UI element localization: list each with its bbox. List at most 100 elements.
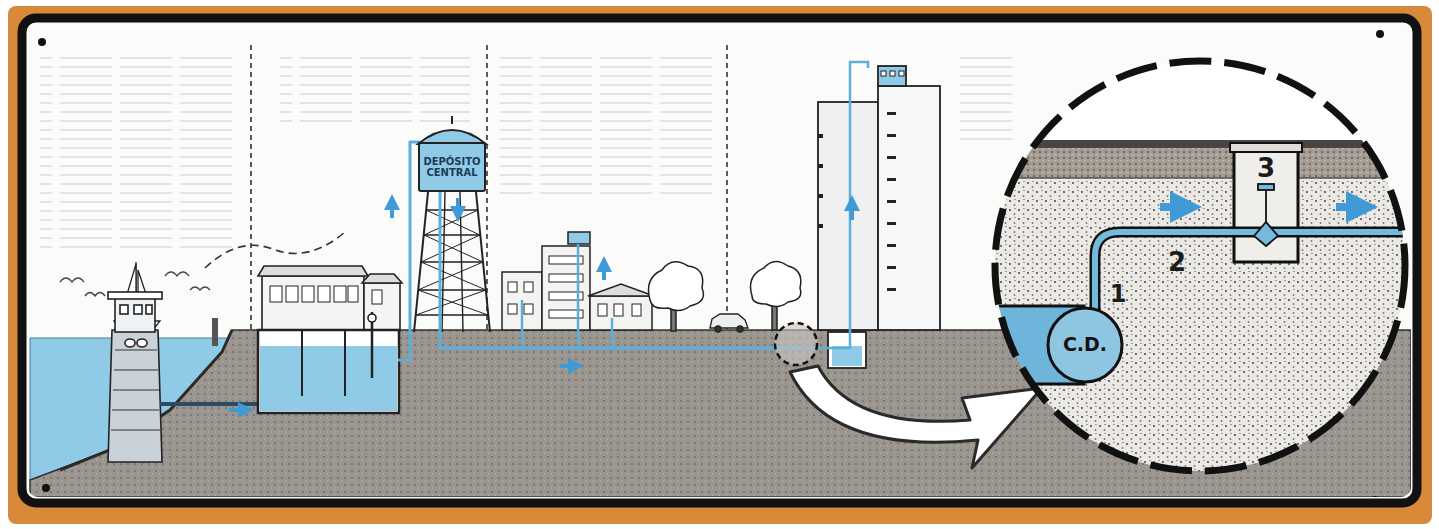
tall-building-part-part <box>887 288 896 291</box>
treatment-plant-part <box>258 266 368 276</box>
tall-building-part-part <box>887 112 896 115</box>
intake-pipe <box>160 402 259 406</box>
intake-tower-part <box>108 292 162 299</box>
tall-building-part-part <box>887 178 896 181</box>
treatment-plant-part <box>368 314 376 322</box>
callout-number: 2 <box>1168 247 1186 277</box>
zoom-interior-part <box>990 140 1410 148</box>
houses-part-part <box>598 304 607 316</box>
tall-building-part-part <box>887 200 896 203</box>
river-bank <box>60 330 232 470</box>
treatment-plant-part <box>301 330 303 396</box>
water-tower-part <box>451 116 453 124</box>
tall-building-part <box>818 102 878 330</box>
zoom-interior-part <box>1095 232 1410 322</box>
house-pipes-part <box>577 244 580 348</box>
treatment-plant-part-part <box>286 286 298 302</box>
intake-tower-part <box>115 298 155 332</box>
tall-building-part-part <box>818 134 823 138</box>
zoom-view-part <box>995 61 1405 471</box>
houses-part-part <box>524 282 533 292</box>
zoom-interior-part <box>1095 232 1410 320</box>
tall-building-part-part <box>887 244 896 247</box>
tree-part <box>751 261 801 306</box>
houses-part-part <box>632 304 641 316</box>
houses-part <box>588 284 654 296</box>
tall-building-part <box>878 66 906 86</box>
rivet <box>38 30 1384 497</box>
tree <box>649 261 801 331</box>
main-pipe <box>440 346 800 350</box>
pipe-end-ellipse <box>1048 308 1122 382</box>
flow-arrow <box>560 364 576 368</box>
node-text: DEPÓSITO CENTRAL <box>420 156 484 179</box>
zoom-interior-part <box>1230 143 1302 152</box>
pipe-end-circle: C.D. <box>1046 306 1124 384</box>
car-part <box>710 314 748 328</box>
callout-number: 3 <box>1257 153 1275 183</box>
zoom-interior-part <box>990 148 1410 178</box>
tall-building-part-part <box>887 134 896 137</box>
post <box>212 318 218 346</box>
focus-circle <box>775 323 817 365</box>
intake-tower-part <box>137 339 147 347</box>
zoom-interior-part-part <box>1265 190 1267 222</box>
riser-pipe <box>398 142 420 360</box>
flow-arrow <box>602 264 606 280</box>
birds-part <box>165 272 189 276</box>
tall-building-part <box>881 71 886 76</box>
faded-print-part <box>500 55 715 195</box>
intake-tower-part <box>134 305 142 314</box>
treatment-plant-part <box>270 286 382 304</box>
car <box>710 314 748 332</box>
tall-building-part-part <box>818 224 823 228</box>
zoom-interior-part <box>990 55 1410 143</box>
tall-building-part-part <box>887 222 896 225</box>
flow-arrow <box>229 408 246 412</box>
car-part <box>737 326 743 332</box>
treatment-plant <box>258 266 402 413</box>
house-pipes-part <box>521 300 524 348</box>
zoom-interior-part-part <box>1254 222 1278 246</box>
tree-part <box>649 262 704 311</box>
houses-part <box>568 232 590 244</box>
rivet-part <box>38 38 46 46</box>
tall-building-part <box>828 332 866 368</box>
intake-tower-part <box>111 350 160 430</box>
rivet-part <box>42 484 50 492</box>
treatment-plant-part <box>364 283 400 330</box>
flow-arrow <box>390 202 394 218</box>
callout-number: 1 <box>1110 280 1127 308</box>
flow-arrow <box>456 198 460 214</box>
zoom-interior-part <box>1336 203 1362 211</box>
treatment-plant-part-part <box>318 286 330 302</box>
faded-print-part <box>960 55 1020 145</box>
zoom-interior <box>990 55 1410 475</box>
house-pipes-part <box>611 318 614 348</box>
zoom-interior-part-part <box>1258 184 1274 190</box>
treatment-plant-part-part <box>302 286 314 302</box>
zoom-interior-part <box>1234 150 1298 262</box>
treatment-plant-part-part <box>334 286 346 302</box>
dashed-path <box>205 232 345 268</box>
car-part <box>715 326 721 332</box>
frame-part <box>22 18 1417 503</box>
intake-tower-part <box>125 339 135 347</box>
treatment-plant-part-part <box>372 290 382 304</box>
faded-print-part <box>40 55 240 255</box>
birds-part <box>60 278 84 282</box>
tall-building-part-part <box>818 194 823 198</box>
houses-part-part <box>508 282 517 292</box>
intake-tower <box>108 292 162 462</box>
treatment-plant-part <box>260 346 397 411</box>
zoom-arrow <box>790 366 1042 468</box>
scene <box>30 30 1411 497</box>
tank-box: DEPÓSITO CENTRAL <box>418 142 486 192</box>
houses-part <box>590 296 652 330</box>
tall-building-part <box>818 112 896 291</box>
houses-part-part <box>524 304 533 314</box>
water-tower-part <box>416 210 488 315</box>
